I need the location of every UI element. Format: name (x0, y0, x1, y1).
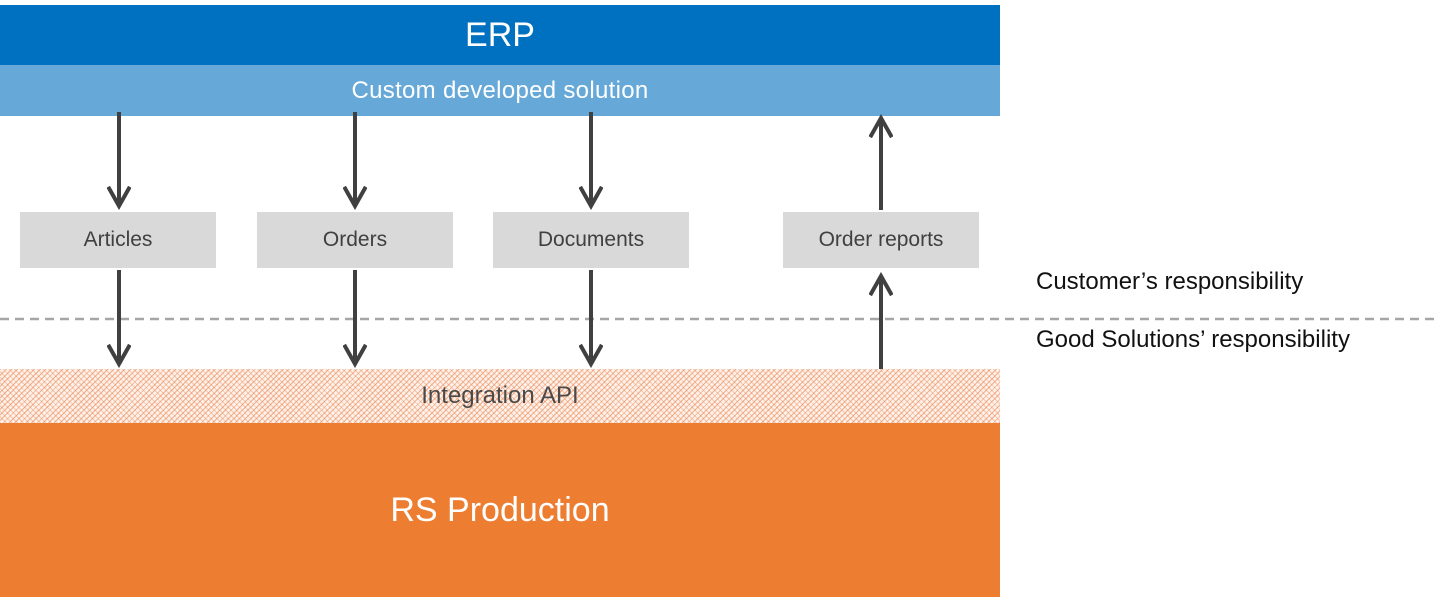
integration-api-layer: Integration API (0, 369, 1000, 423)
documents-label: Documents (537, 228, 645, 251)
erp-layer: ERP (0, 5, 1000, 65)
orders-box: Orders (257, 212, 453, 268)
custom-solution-label: Custom developed solution (351, 76, 649, 104)
erp-label: ERP (465, 15, 535, 54)
documents-box: Documents (493, 212, 689, 268)
rs-production-layer: RS Production (0, 423, 1000, 597)
customer-responsibility-label: Customer’s responsibility (1036, 268, 1304, 295)
order-reports-box: Order reports (783, 212, 979, 268)
articles-box: Articles (20, 212, 216, 268)
rs-production-label: RS Production (390, 490, 610, 529)
custom-solution-layer: Custom developed solution (0, 65, 1000, 116)
order-reports-label: Order reports (818, 228, 944, 251)
articles-label: Articles (83, 228, 153, 251)
good-solutions-responsibility-label: Good Solutions’ responsibility (1036, 326, 1350, 353)
integration-api-label: Integration API (421, 382, 579, 409)
orders-label: Orders (322, 228, 388, 251)
